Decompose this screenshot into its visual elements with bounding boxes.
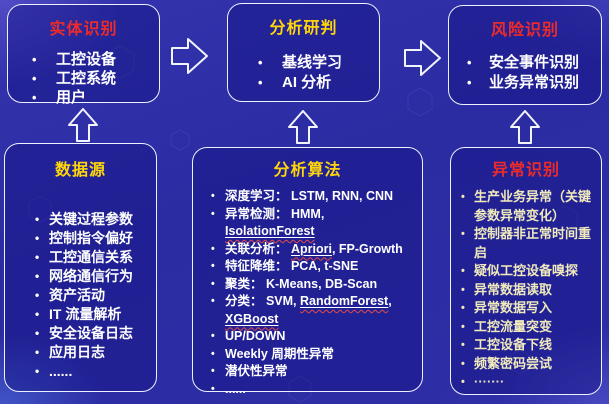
entity-recognition-box: 实体识别 工控设备工控系统用户 bbox=[7, 4, 160, 107]
list-item: 频繁密码尝试 bbox=[461, 355, 597, 374]
list-item: 潜伏性异常 bbox=[211, 363, 417, 381]
risk-recognition-list: 安全事件识别业务异常识别 bbox=[467, 53, 597, 92]
list-item: IT 流量解析 bbox=[35, 305, 152, 324]
list-item: 安全事件识别 bbox=[467, 53, 597, 73]
list-item: 业务异常识别 bbox=[467, 73, 597, 93]
list-item: 应用日志 bbox=[35, 343, 152, 362]
list-item: 工控设备 bbox=[32, 50, 153, 69]
list-item: 网络通信行为 bbox=[35, 267, 152, 286]
arrow-up-icon bbox=[288, 110, 318, 144]
list-item: ······· bbox=[461, 373, 597, 392]
analysis-judgment-title: 分析研判 bbox=[269, 20, 338, 37]
list-item: 聚类： K-Means, DB-Scan bbox=[211, 276, 417, 294]
arrow-right-icon bbox=[171, 38, 208, 74]
list-item: 控制器非正常时间重启 bbox=[461, 225, 597, 262]
arrow-right-icon bbox=[404, 40, 441, 76]
data-source-title: 数据源 bbox=[54, 162, 106, 179]
list-item: 工控设备下线 bbox=[461, 336, 597, 355]
risk-recognition-title: 风险识别 bbox=[490, 22, 559, 39]
list-item: 分类： SVM, RandomForest, XGBoost bbox=[211, 293, 417, 328]
analysis-judgment-list: 基线学习AI 分析 bbox=[258, 53, 373, 93]
analysis-algorithms-box: 分析算法 深度学习： LSTM, RNN, CNN异常检测： HMM, Isol… bbox=[192, 147, 423, 398]
list-item: 工控流量突变 bbox=[461, 318, 597, 337]
list-item: 工控通信关系 bbox=[35, 248, 152, 267]
entity-recognition-list: 工控设备工控系统用户 bbox=[32, 50, 153, 107]
analysis-judgment-box: 分析研判 基线学习AI 分析 bbox=[227, 3, 380, 102]
list-item: 资产活动 bbox=[35, 286, 152, 305]
list-item: 基线学习 bbox=[258, 53, 373, 73]
analysis-algorithms-list: 深度学习： LSTM, RNN, CNN异常检测： HMM, Isolation… bbox=[211, 188, 417, 398]
list-item: 生产业务异常（关键参数异常变化） bbox=[461, 188, 597, 225]
list-item: ...... bbox=[35, 362, 152, 381]
list-item: 异常检测： HMM, IsolationForest bbox=[211, 206, 417, 241]
risk-recognition-box: 风险识别 安全事件识别业务异常识别 bbox=[448, 5, 602, 105]
list-item: UP/DOWN bbox=[211, 328, 417, 346]
list-item: ...... bbox=[211, 381, 417, 399]
list-item: 安全设备日志 bbox=[35, 324, 152, 343]
analysis-algorithms-title: 分析算法 bbox=[273, 162, 342, 179]
list-item: 疑似工控设备嗅探 bbox=[461, 262, 597, 281]
list-item: 用户 bbox=[32, 88, 153, 107]
anomaly-recognition-title: 异常识别 bbox=[491, 162, 560, 179]
arrow-up-icon bbox=[68, 108, 98, 142]
list-item: 工控系统 bbox=[32, 69, 153, 88]
list-item: Weekly 周期性异常 bbox=[211, 346, 417, 364]
list-item: 关键过程参数 bbox=[35, 210, 152, 229]
list-item: 深度学习： LSTM, RNN, CNN bbox=[211, 188, 417, 206]
list-item: 控制指令偏好 bbox=[35, 229, 152, 248]
entity-recognition-title: 实体识别 bbox=[49, 21, 118, 38]
data-source-box: 数据源 关键过程参数控制指令偏好工控通信关系网络通信行为资产活动IT 流量解析安… bbox=[4, 143, 157, 392]
list-item: 异常数据写入 bbox=[461, 299, 597, 318]
list-item: AI 分析 bbox=[258, 73, 373, 93]
arrow-up-icon bbox=[510, 110, 540, 144]
anomaly-recognition-box: 异常识别 生产业务异常（关键参数异常变化）控制器非正常时间重启疑似工控设备嗅探异… bbox=[450, 147, 602, 395]
list-item: 关联分析： Apriori, FP-Growth bbox=[211, 241, 417, 259]
data-source-list: 关键过程参数控制指令偏好工控通信关系网络通信行为资产活动IT 流量解析安全设备日… bbox=[35, 210, 152, 381]
list-item: 特征降维： PCA, t-SNE bbox=[211, 258, 417, 276]
list-item: 异常数据读取 bbox=[461, 281, 597, 300]
anomaly-recognition-list: 生产业务异常（关键参数异常变化）控制器非正常时间重启疑似工控设备嗅探异常数据读取… bbox=[461, 188, 597, 392]
